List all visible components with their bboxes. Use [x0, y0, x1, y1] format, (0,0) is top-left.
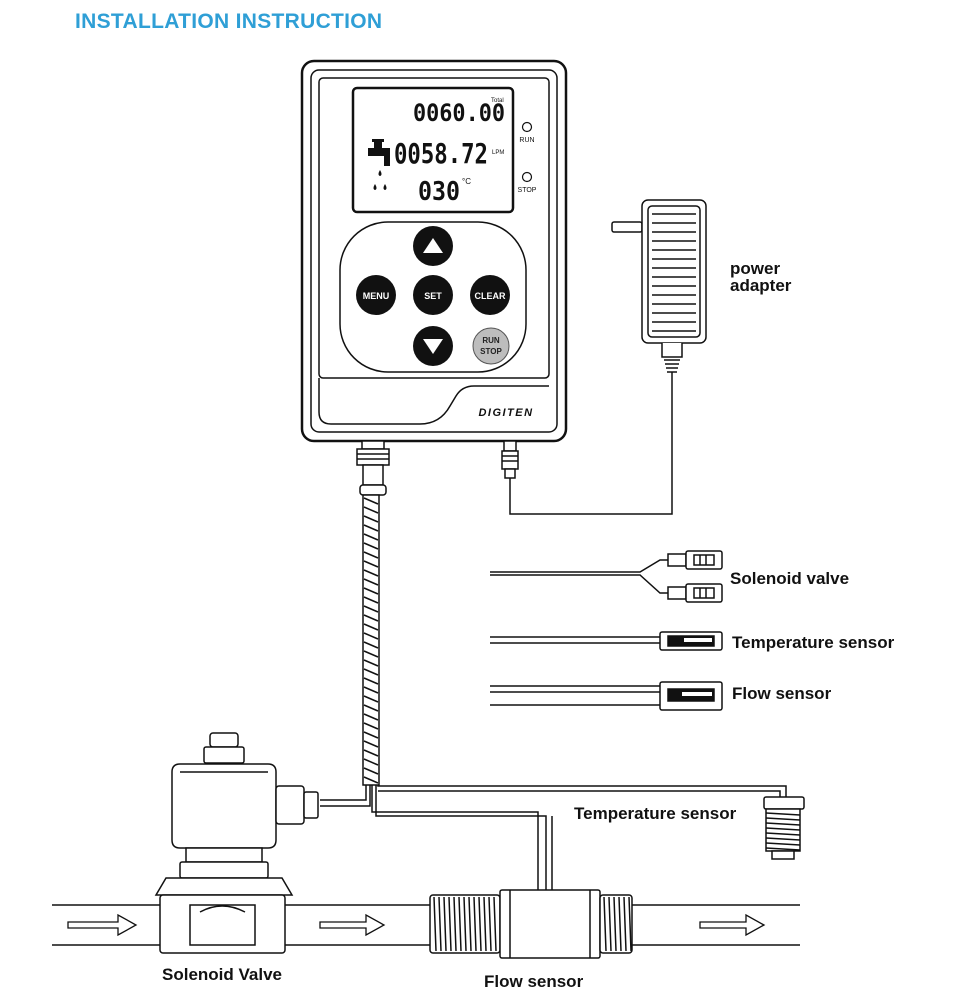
- temperature-sensor-probe: [763, 796, 805, 860]
- cable-gland: [356, 440, 390, 496]
- flow-arrow-icon: [67, 913, 138, 937]
- braided-cable: [362, 494, 380, 786]
- clear-button-label: CLEAR: [475, 291, 506, 301]
- power-adapter-label-line2: adapter: [730, 276, 792, 295]
- temperature-connector-lead: [490, 636, 660, 644]
- pipe: [52, 904, 800, 946]
- solenoid-valve-label: Solenoid Valve: [162, 965, 282, 984]
- clear-button[interactable]: CLEAR: [470, 275, 510, 315]
- run-stop-button-stop-label: STOP: [480, 347, 502, 356]
- dc-plug: [501, 440, 519, 479]
- flow-sensor-label: Flow sensor: [484, 972, 584, 991]
- set-button-label: SET: [424, 291, 442, 301]
- menu-button-label: MENU: [363, 291, 390, 301]
- total-readout: 0060.00: [413, 99, 505, 127]
- stop-indicator-label: STOP: [518, 187, 537, 194]
- power-cable: [509, 372, 673, 515]
- power-adapter: [611, 199, 707, 373]
- page-title: INSTALLATION INSTRUCTION: [75, 10, 383, 33]
- status-indicators: RUN STOP: [518, 121, 537, 194]
- flow-arrow-icon: [699, 913, 766, 937]
- spade-connector-top: [667, 550, 723, 570]
- flow-rate-unit: LPM: [492, 150, 504, 156]
- temperature-connector-plug: [659, 631, 723, 651]
- flow-rate-readout: 0058.72: [394, 137, 488, 170]
- flow-arrow-icon: [319, 913, 386, 937]
- solenoid-valve: [154, 732, 319, 954]
- spade-connector-bottom: [667, 583, 723, 603]
- flow-direction-arrows: [67, 913, 766, 937]
- brand-logo: DIGITEN: [478, 407, 533, 419]
- temperature-readout: 030: [418, 177, 460, 207]
- power-adapter-label-line1: power: [730, 259, 781, 278]
- temperature-unit: °C: [462, 177, 471, 186]
- down-button[interactable]: [413, 326, 453, 366]
- run-stop-button[interactable]: RUN STOP: [472, 327, 510, 365]
- keypad: MENU SET CLEAR RUN STOP: [339, 221, 527, 373]
- down-arrow-icon: [423, 339, 443, 354]
- run-stop-button-run-label: RUN: [482, 336, 500, 345]
- faucet-icon: [368, 139, 390, 190]
- flow-sensor: [429, 889, 633, 959]
- solenoid-valve-leads: [490, 559, 668, 594]
- run-indicator-label: RUN: [519, 137, 534, 144]
- stop-indicator-light: [521, 171, 533, 183]
- run-indicator-light: [521, 121, 533, 133]
- total-unit: Total: [491, 98, 504, 104]
- temperature-sensor-connector-label: Temperature sensor: [732, 633, 895, 652]
- lcd-display: 0060.00 Total 0058.72 LPM 030 °C: [351, 86, 515, 214]
- flow-connector-plug: [659, 681, 723, 711]
- temperature-sensor-label: Temperature sensor: [574, 804, 737, 823]
- solenoid-valve-connector-label: Solenoid valve: [730, 569, 850, 588]
- up-arrow-icon: [423, 238, 443, 253]
- flow-connector-lead: [490, 685, 660, 706]
- flow-sensor-connector-label: Flow sensor: [732, 684, 832, 703]
- power-adapter-label: power adapter: [730, 260, 791, 294]
- up-button[interactable]: [413, 226, 453, 266]
- harness-wires: [320, 785, 787, 895]
- menu-button[interactable]: MENU: [356, 275, 396, 315]
- set-button[interactable]: SET: [413, 275, 453, 315]
